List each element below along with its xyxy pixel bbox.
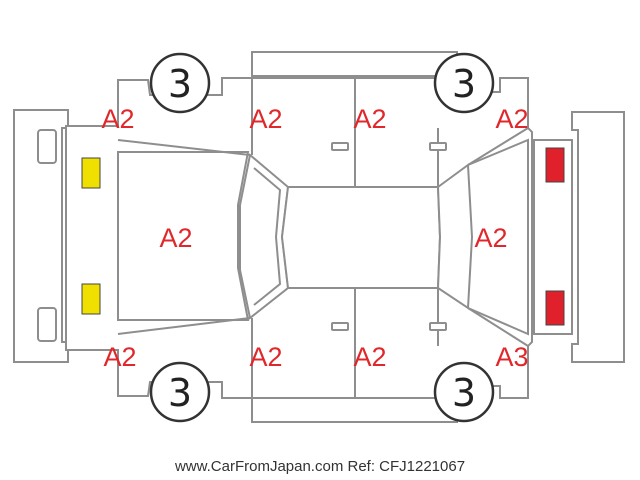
- taillight-bottom: [545, 290, 565, 326]
- grade-front-door-top: A2: [249, 104, 282, 134]
- grade-front-bumper-top: A2: [101, 104, 134, 134]
- grade-rear-quarter-top: A2: [495, 104, 528, 134]
- taillights: [533, 139, 573, 335]
- grade-hood: A2: [159, 223, 192, 253]
- tire-front-left-grade: 3: [168, 62, 192, 106]
- bottom-side-sill: [251, 397, 458, 423]
- grade-rear-door-bottom: A2: [353, 342, 386, 372]
- bottom-door-lines: [117, 288, 529, 398]
- grade-rear-quarter-bottom: A3: [495, 342, 528, 372]
- top-door-lines: [117, 78, 529, 187]
- grade-front-door-bottom: A2: [249, 342, 282, 372]
- tire-front-right: 3: [149, 361, 211, 423]
- tire-front-right-grade: 3: [168, 371, 192, 415]
- tire-front-left: 3: [149, 52, 211, 114]
- watermark-credit: www.CarFromJapan.com Ref: CFJ1221067: [174, 458, 466, 475]
- rear-bumper: [571, 111, 625, 363]
- grade-rear-door-top: A2: [353, 104, 386, 134]
- tire-rear-right-grade: 3: [452, 371, 476, 415]
- rear-window: [436, 163, 474, 310]
- headlight-bottom: [81, 283, 101, 315]
- top-side-sill: [251, 51, 458, 77]
- grade-trunk: A2: [474, 223, 507, 253]
- tire-rear-left-grade: 3: [452, 62, 476, 106]
- taillight-top: [545, 147, 565, 183]
- tire-rear-right: 3: [433, 361, 495, 423]
- front-bumper: [13, 109, 69, 363]
- roof-panel: [280, 186, 442, 289]
- headlight-top: [81, 157, 101, 189]
- grade-front-bumper-bottom: A2: [103, 342, 136, 372]
- tire-rear-left: 3: [433, 52, 495, 114]
- trunk-panel: [467, 138, 529, 336]
